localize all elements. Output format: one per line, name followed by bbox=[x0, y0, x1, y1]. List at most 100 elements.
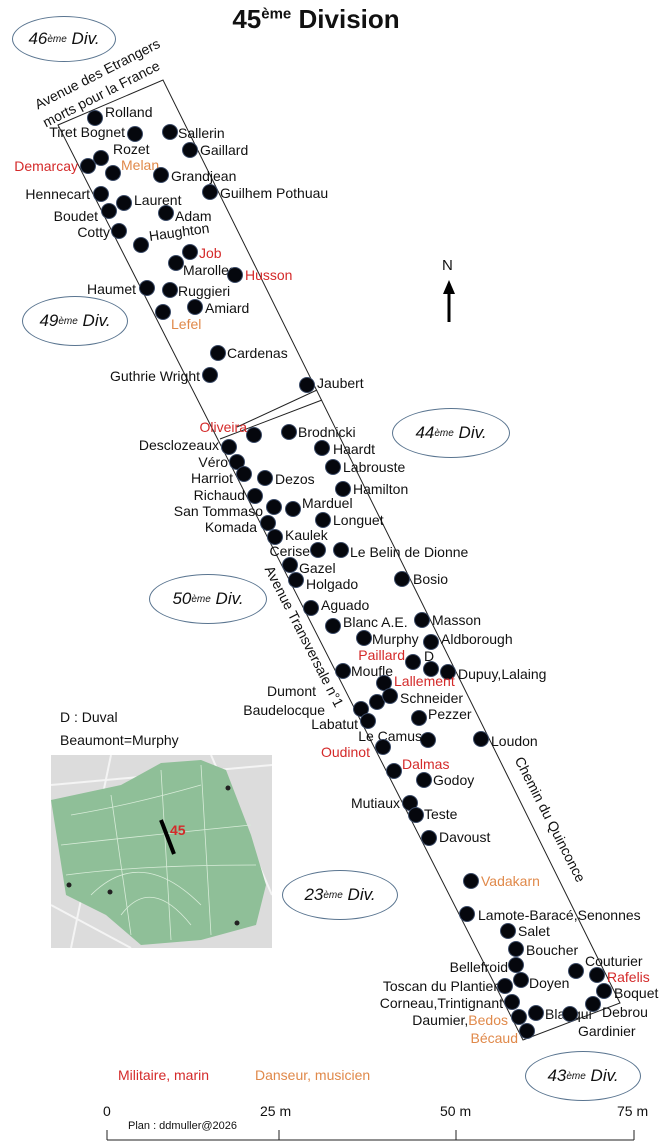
grave-marker-longuet[interactable] bbox=[316, 513, 330, 527]
grave-marker-san-tommaso[interactable] bbox=[267, 500, 281, 514]
grave-marker-blanqui[interactable] bbox=[529, 1006, 543, 1020]
grave-marker-sallerin[interactable] bbox=[163, 125, 177, 139]
legend-alias-note: Beaumont=Murphy bbox=[60, 732, 179, 748]
grave-marker-labrouste[interactable] bbox=[326, 460, 340, 474]
grave-label-blanc-a-e: Blanc A.E. bbox=[343, 614, 408, 630]
grave-marker-labatut[interactable] bbox=[361, 714, 375, 728]
grave-marker-harriot[interactable] bbox=[237, 467, 251, 481]
grave-marker-laurent[interactable] bbox=[117, 196, 131, 210]
grave-name-segment: Desclozeaux bbox=[138, 437, 219, 453]
grave-marker-oliveira[interactable] bbox=[247, 428, 261, 442]
grave-marker-gardinier[interactable] bbox=[563, 1007, 577, 1021]
grave-marker-aldborough[interactable] bbox=[424, 635, 438, 649]
grave-marker-bellefroid[interactable] bbox=[509, 958, 523, 972]
grave-label-bellefroid: Bellefroid bbox=[450, 959, 508, 975]
grave-marker-guthrie-wright[interactable] bbox=[203, 368, 217, 382]
grave-name-segment: Pezzer bbox=[428, 706, 472, 722]
grave-marker-loudon[interactable] bbox=[474, 732, 488, 746]
grave-marker-lamote-barac-senonnes[interactable] bbox=[460, 907, 474, 921]
grave-marker-boucher[interactable] bbox=[509, 942, 523, 956]
grave-marker-grandjean[interactable] bbox=[154, 168, 168, 182]
grave-marker-dalmas[interactable] bbox=[387, 764, 401, 778]
grave-marker-hamilton[interactable] bbox=[336, 482, 350, 496]
grave-marker-daumier-bedos[interactable] bbox=[512, 1010, 526, 1024]
grave-marker-rozet[interactable] bbox=[94, 151, 108, 165]
grave-marker-oudinot[interactable] bbox=[376, 740, 390, 754]
grave-marker-rolland[interactable] bbox=[88, 111, 102, 125]
grave-marker-job[interactable] bbox=[183, 245, 197, 259]
grave-marker-adam[interactable] bbox=[159, 206, 173, 220]
grave-marker-blanc-a-e[interactable] bbox=[326, 619, 340, 633]
grave-label-hamilton: Hamilton bbox=[353, 481, 408, 497]
grave-marker-demarcay[interactable] bbox=[81, 159, 95, 173]
grave-marker-murphy[interactable] bbox=[357, 631, 371, 645]
grave-marker-salet[interactable] bbox=[501, 924, 515, 938]
grave-name-segment: San Tommaso bbox=[173, 503, 263, 519]
grave-marker-holgado[interactable] bbox=[289, 573, 303, 587]
grave-marker-cotty[interactable] bbox=[112, 224, 126, 238]
grave-marker-dezos[interactable] bbox=[258, 471, 272, 485]
grave-marker-vadakarn[interactable] bbox=[464, 874, 478, 888]
grave-marker-pezzer[interactable] bbox=[412, 711, 426, 725]
grave-marker-haardt[interactable] bbox=[315, 441, 329, 455]
grave-marker-gazel[interactable] bbox=[283, 558, 297, 572]
grave-marker-brodnicki[interactable] bbox=[282, 425, 296, 439]
grave-marker-boudet[interactable] bbox=[102, 204, 116, 218]
grave-name-segment: Husson bbox=[245, 267, 293, 283]
grave-marker-toscan-du-plantier[interactable] bbox=[498, 979, 512, 993]
grave-marker-hennecart[interactable] bbox=[94, 187, 108, 201]
grave-marker-jaubert[interactable] bbox=[300, 378, 314, 392]
grave-marker-amiard[interactable] bbox=[188, 300, 202, 314]
grave-marker-v-ro[interactable] bbox=[230, 455, 244, 469]
grave-marker-komada[interactable] bbox=[261, 516, 275, 530]
grave-marker-husson[interactable] bbox=[228, 268, 242, 282]
grave-marker-moufle[interactable] bbox=[336, 664, 350, 678]
grave-marker-masson[interactable] bbox=[415, 613, 429, 627]
grave-marker-rafelis[interactable] bbox=[590, 968, 604, 982]
grave-marker-schneider[interactable] bbox=[383, 689, 397, 703]
grave-marker-cardenas[interactable] bbox=[211, 346, 225, 360]
grave-marker-le-camus[interactable] bbox=[421, 733, 435, 747]
grave-marker-richaud[interactable] bbox=[248, 489, 262, 503]
grave-marker-le-belin-de-dionne[interactable] bbox=[334, 543, 348, 557]
grave-marker-marolles[interactable] bbox=[169, 256, 183, 270]
grave-marker-davoust[interactable] bbox=[422, 831, 436, 845]
grave-marker-gaillard[interactable] bbox=[183, 143, 197, 157]
grave-marker-dumont[interactable] bbox=[370, 695, 384, 709]
grave-marker-corneau-trintignant[interactable] bbox=[505, 995, 519, 1009]
grave-name-segment: Grandjean bbox=[171, 168, 237, 184]
grave-marker-mutiaux[interactable] bbox=[403, 796, 417, 810]
grave-name-segment: Loudon bbox=[491, 733, 538, 749]
grave-marker-d[interactable] bbox=[424, 662, 438, 676]
grave-marker-dupuy-lalaing[interactable] bbox=[441, 665, 455, 679]
grave-marker-kaulek[interactable] bbox=[268, 530, 282, 544]
grave-marker-haumet[interactable] bbox=[140, 281, 154, 295]
grave-marker-b-caud[interactable] bbox=[520, 1024, 534, 1038]
grave-marker-baudelocque[interactable] bbox=[354, 702, 368, 716]
grave-marker-marduel[interactable] bbox=[286, 502, 300, 516]
grave-marker-godoy[interactable] bbox=[417, 773, 431, 787]
grave-marker-lallement[interactable] bbox=[377, 676, 391, 690]
grave-marker-cerise[interactable] bbox=[311, 543, 325, 557]
grave-marker-bosio[interactable] bbox=[395, 572, 409, 586]
title-sup: ème bbox=[261, 5, 292, 23]
grave-name-segment: Salet bbox=[518, 923, 550, 939]
grave-marker-tiret-bognet[interactable] bbox=[128, 127, 142, 141]
grave-label-le-camus: Le Camus bbox=[358, 728, 422, 744]
grave-name-segment: Paillard bbox=[358, 647, 405, 663]
grave-marker-ruggieri[interactable] bbox=[163, 283, 177, 297]
grave-marker-lefel[interactable] bbox=[156, 305, 170, 319]
grave-marker-paillard[interactable] bbox=[406, 655, 420, 669]
grave-marker-melan[interactable] bbox=[106, 166, 120, 180]
grave-marker-doyen[interactable] bbox=[514, 973, 528, 987]
grave-marker-guilhem-pothuau[interactable] bbox=[203, 185, 217, 199]
grave-marker-aguado[interactable] bbox=[304, 601, 318, 615]
grave-marker-couturier[interactable] bbox=[569, 964, 583, 978]
grave-marker-debrou[interactable] bbox=[586, 997, 600, 1011]
grave-marker-boquet[interactable] bbox=[597, 984, 611, 998]
grave-marker-haughton[interactable] bbox=[134, 238, 148, 252]
grave-label-adam: Adam bbox=[175, 208, 212, 224]
grave-marker-teste[interactable] bbox=[409, 808, 423, 822]
grave-marker-desclozeaux[interactable] bbox=[222, 440, 236, 454]
